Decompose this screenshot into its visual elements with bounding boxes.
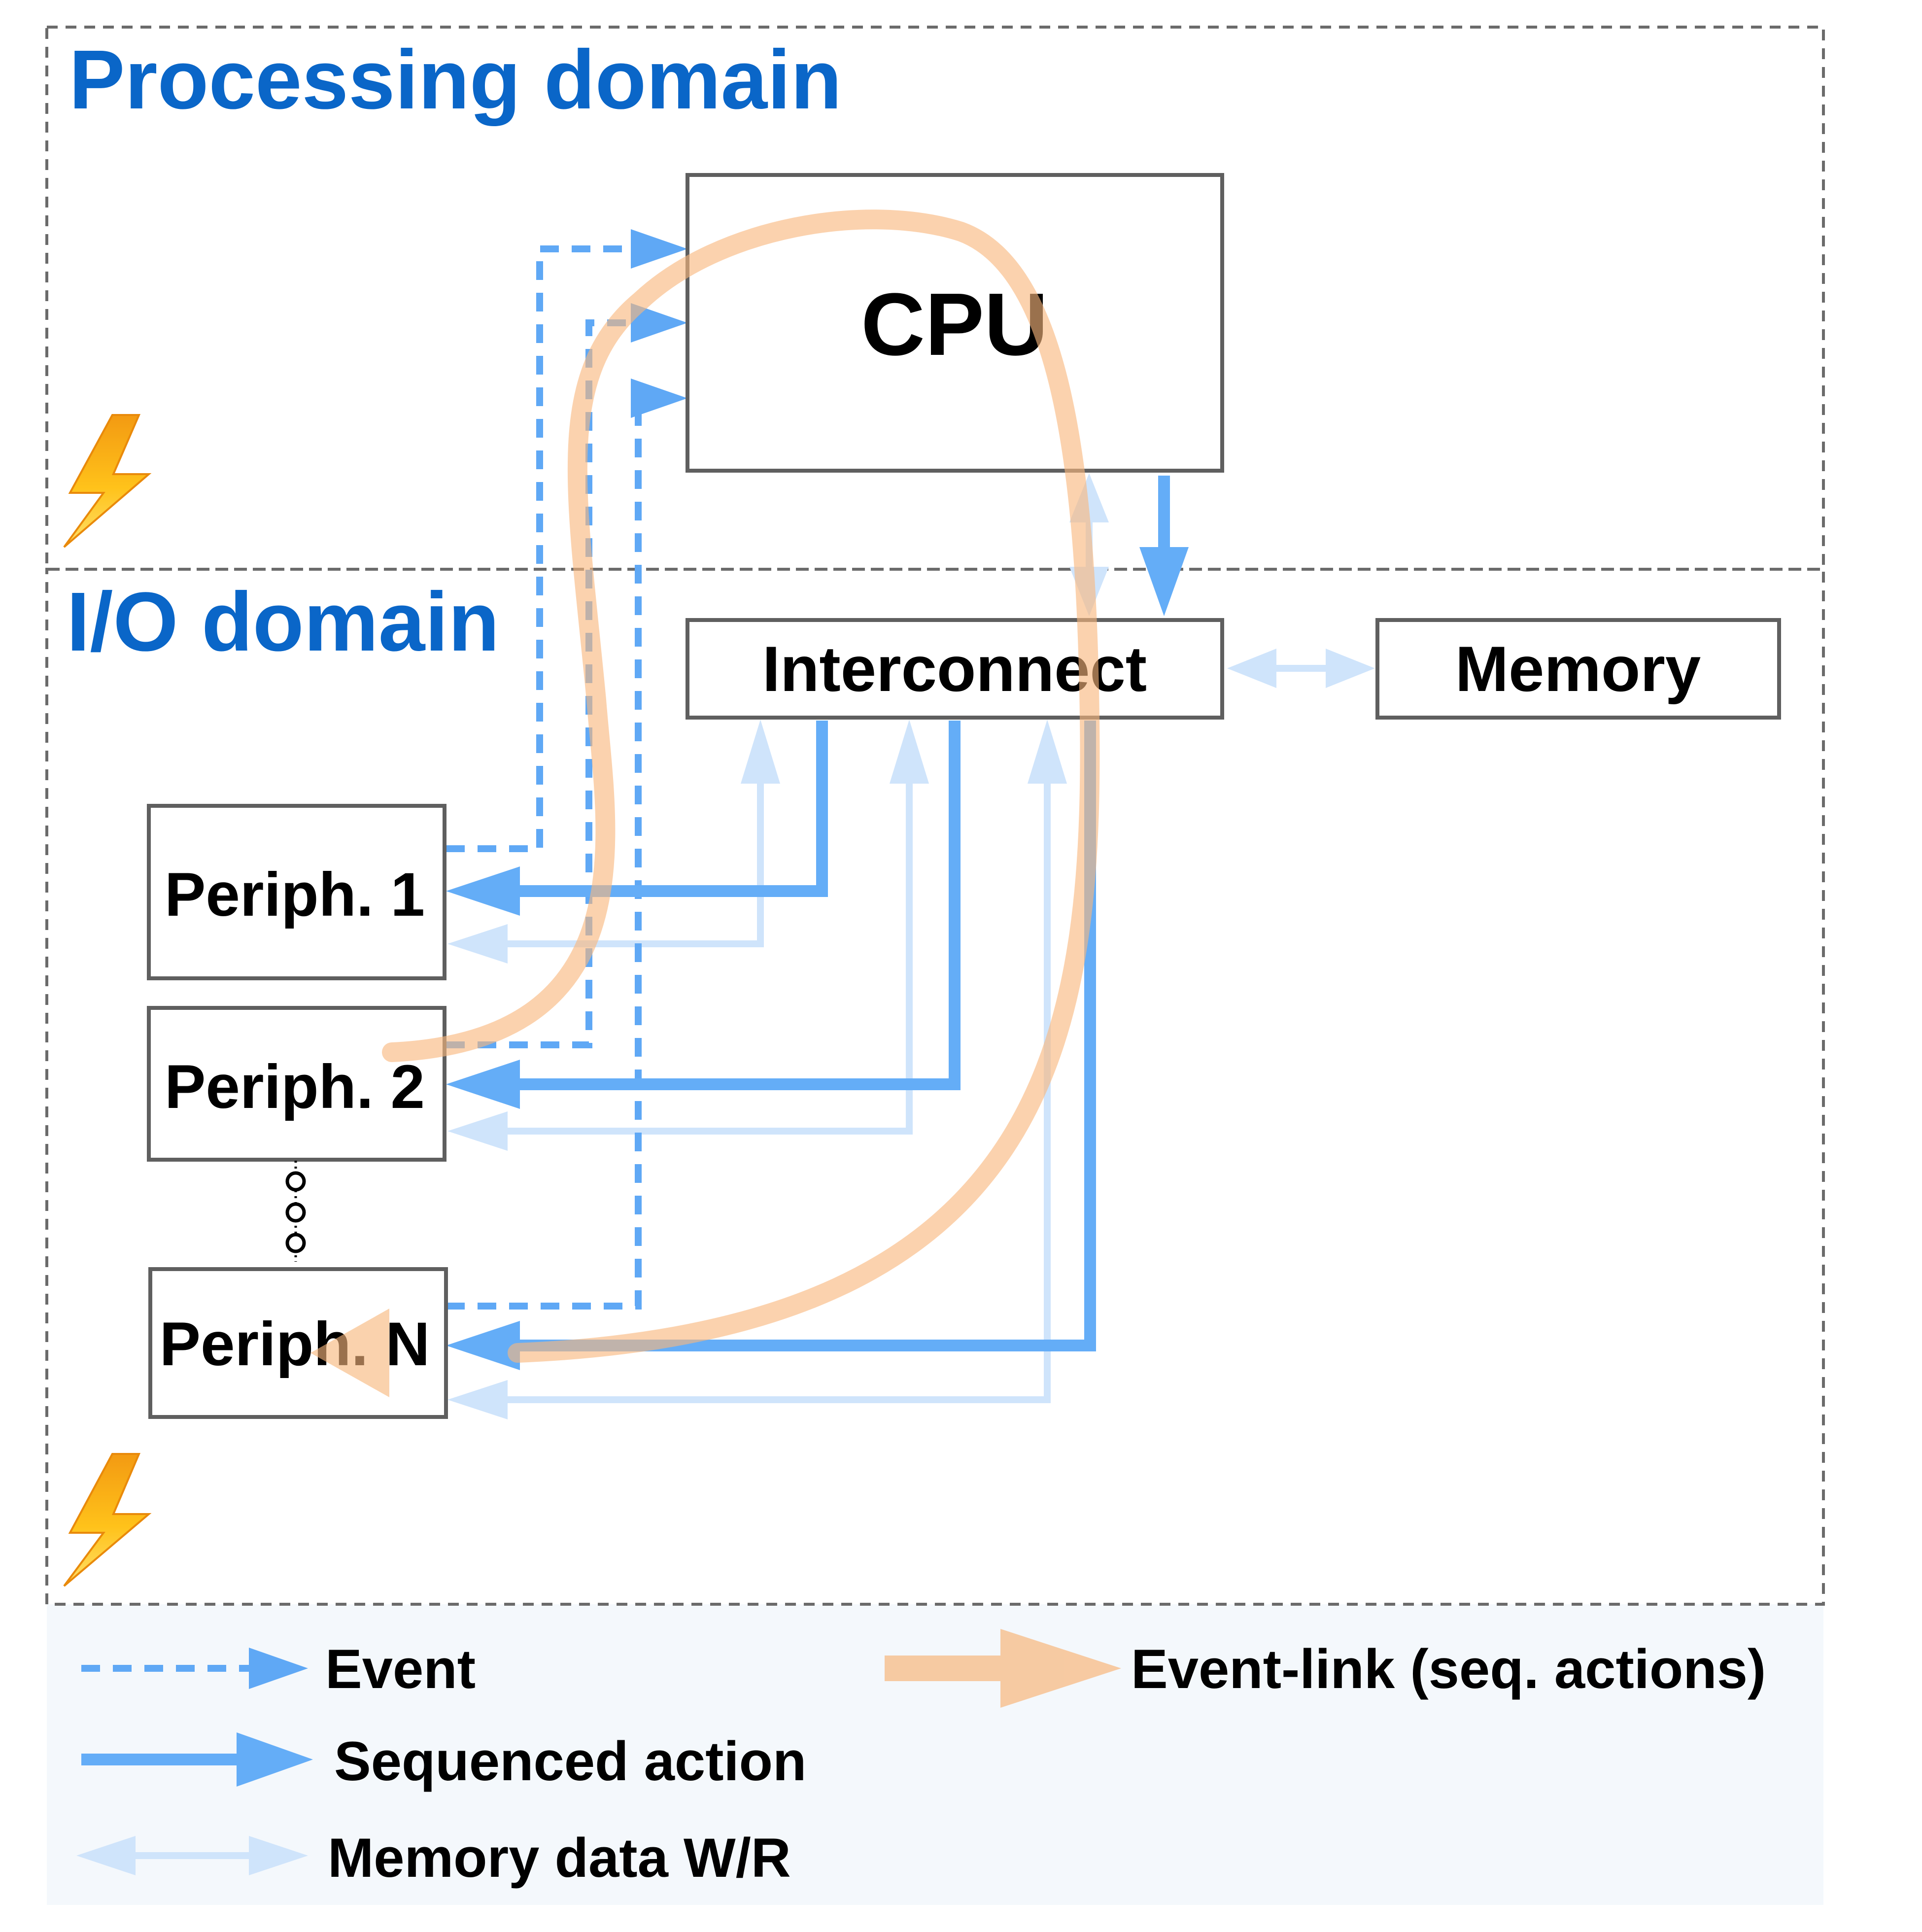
- interconnect-block[interactable]: Interconnect: [686, 618, 1224, 720]
- lightning-bolt-icon: [63, 414, 152, 548]
- legend-event: Event: [81, 1638, 476, 1700]
- memory-label: Memory: [1455, 633, 1701, 705]
- memory-block[interactable]: Memory: [1375, 618, 1781, 720]
- arrowhead: [631, 303, 687, 343]
- processing-domain-title: Processing domain: [69, 33, 842, 127]
- io-domain-title: I/O domain: [67, 575, 499, 669]
- arrowhead: [631, 379, 687, 418]
- arrowhead: [1227, 649, 1276, 688]
- arrowhead: [446, 866, 520, 916]
- lightning-bolt-icon: [63, 1453, 152, 1587]
- arrowhead: [890, 720, 929, 784]
- arrowhead: [631, 229, 687, 269]
- periph1-label: Periph. 1: [165, 861, 425, 929]
- arrowhead: [447, 924, 508, 964]
- arrowhead: [1139, 547, 1189, 616]
- vertical-ellipsis-icon: [285, 1161, 306, 1262]
- arrowhead: [1028, 720, 1067, 784]
- legend-event-link-label: Event-link (seq. actions): [1131, 1638, 1766, 1700]
- legend-sequenced-action-label: Sequenced action: [334, 1730, 806, 1792]
- legend: Event Sequenced action Memory data W/R E…: [76, 1629, 1766, 1889]
- periphN-block[interactable]: Periph. N: [148, 1267, 448, 1419]
- cpu-block[interactable]: CPU: [686, 173, 1224, 473]
- legend-event-link: [885, 1629, 1121, 1708]
- periph1-block[interactable]: Periph. 1: [147, 804, 446, 980]
- periph2-label: Periph. 2: [165, 1053, 425, 1121]
- arrowhead: [446, 1321, 520, 1370]
- periph2-block[interactable]: Periph. 2: [147, 1006, 446, 1162]
- event-link-curve: [310, 209, 1100, 1397]
- arrowhead: [447, 1380, 508, 1419]
- arrowhead: [741, 720, 780, 784]
- legend-sequenced-action: Sequenced action: [81, 1730, 806, 1792]
- legend-event-label: Event: [325, 1638, 476, 1700]
- arrowhead: [447, 1111, 508, 1151]
- arrowhead: [446, 1060, 520, 1109]
- legend-memory-data-label: Memory data W/R: [328, 1827, 791, 1889]
- io-domain-frame: [45, 568, 1825, 1606]
- legend-memory-data: Memory data W/R: [76, 1827, 791, 1889]
- legend-panel: [47, 1604, 1823, 1905]
- periphN-label: Periph. N: [160, 1310, 430, 1379]
- arrowhead: [1326, 649, 1375, 688]
